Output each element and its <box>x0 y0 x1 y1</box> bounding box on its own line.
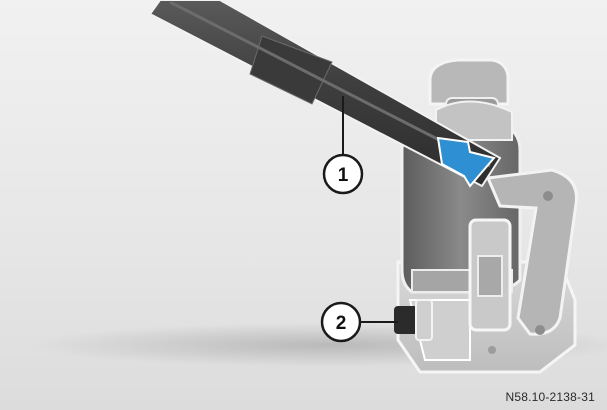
crank-knob <box>394 300 432 340</box>
callout-2-label: 2 <box>336 313 347 334</box>
figure-reference-code: N58.10-2138-31 <box>505 390 595 404</box>
callout-1-label: 1 <box>338 165 349 186</box>
